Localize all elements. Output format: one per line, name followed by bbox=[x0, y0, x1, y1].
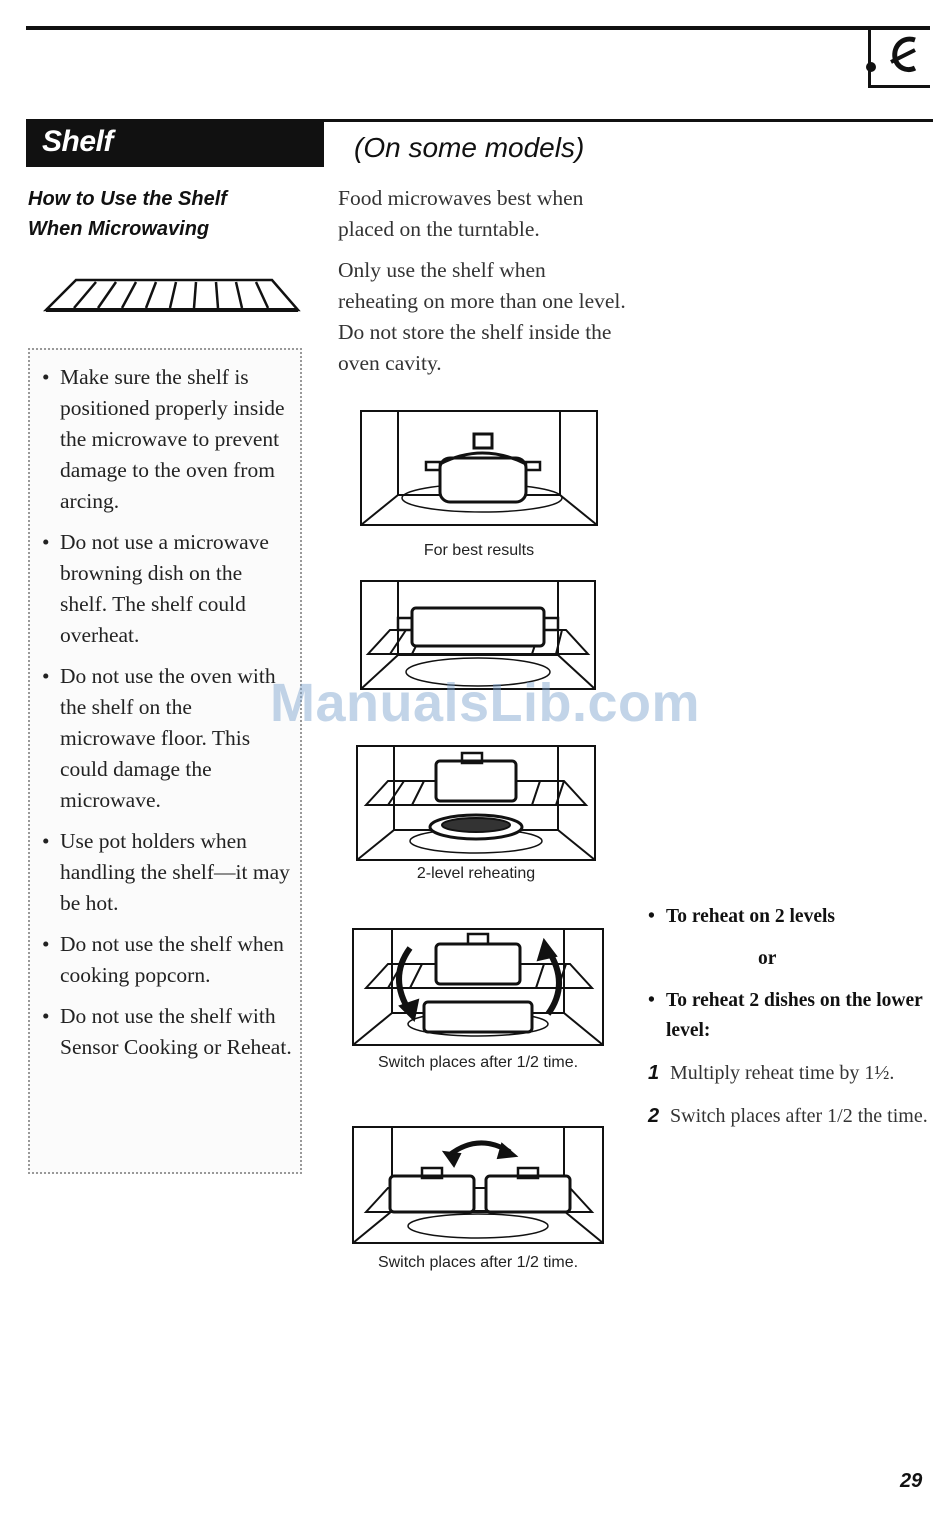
caution-item: Do not use the shelf when cooking popcor… bbox=[42, 929, 292, 991]
caution-item: Do not use the oven with the shelf on th… bbox=[42, 661, 292, 816]
instruction-bullet-1: To reheat on 2 levels bbox=[648, 902, 938, 932]
caption-switch-vertical: Switch places after 1/2 time. bbox=[377, 1054, 579, 1071]
figure-switch-horizontal bbox=[352, 1126, 604, 1244]
instruction-or: or bbox=[758, 948, 777, 969]
caption-best-results: For best results bbox=[423, 542, 535, 559]
instruction-step: 2 Switch places after 1/2 the time. bbox=[648, 1101, 938, 1132]
step-number: 1 bbox=[648, 1062, 660, 1084]
shelf-illustration bbox=[42, 278, 301, 312]
section-title-bar bbox=[26, 119, 324, 167]
figure-switch-vertical bbox=[352, 928, 604, 1046]
corner-frame bbox=[868, 30, 930, 88]
tool-icon bbox=[890, 36, 917, 73]
figure-two-level bbox=[356, 745, 596, 861]
figure-best-results bbox=[360, 410, 598, 526]
page-number: 29 bbox=[900, 1470, 923, 1492]
models-note: (On some models) bbox=[354, 132, 585, 163]
instruction-bullet-2: To reheat 2 dishes on the lower level: bbox=[648, 986, 938, 1046]
subheading-line-1: How to Use the Shelf bbox=[28, 188, 227, 210]
section-title: Shelf bbox=[42, 125, 113, 158]
caution-list: Make sure the shelf is positioned proper… bbox=[42, 362, 292, 1073]
top-rule bbox=[26, 26, 930, 30]
step-number: 2 bbox=[648, 1105, 660, 1127]
caption-two-level: 2-level reheating bbox=[416, 865, 536, 882]
step-text: Multiply reheat time by 1½. bbox=[670, 1062, 895, 1084]
subheading: How to Use the Shelf When Microwaving bbox=[28, 184, 318, 244]
body-paragraph-2: Only use the shelf when reheating on mor… bbox=[338, 258, 626, 375]
subheading-line-2: When Microwaving bbox=[28, 218, 210, 240]
header-rule bbox=[324, 119, 933, 122]
reheat-instructions: To reheat on 2 levels or To reheat 2 dis… bbox=[648, 902, 938, 1132]
watermark: ManualsLib.com bbox=[270, 673, 701, 733]
body-paragraph-1: Food microwaves best when placed on the … bbox=[338, 186, 584, 241]
caption-switch-horizontal: Switch places after 1/2 time. bbox=[377, 1254, 579, 1271]
caution-item: Do not use the shelf with Sensor Cooking… bbox=[42, 1001, 292, 1063]
caution-item: Do not use a microwave browning dish on … bbox=[42, 527, 292, 651]
body-text: Food microwaves best when placed on the … bbox=[338, 183, 628, 389]
caution-item: Make sure the shelf is positioned proper… bbox=[42, 362, 292, 517]
corner-dot bbox=[866, 62, 876, 72]
step-text: Switch places after 1/2 the time. bbox=[670, 1105, 928, 1127]
figure-shelf-casserole bbox=[360, 580, 596, 690]
instruction-step: 1 Multiply reheat time by 1½. bbox=[648, 1058, 938, 1089]
caution-item: Use pot holders when handling the shelf—… bbox=[42, 826, 292, 919]
